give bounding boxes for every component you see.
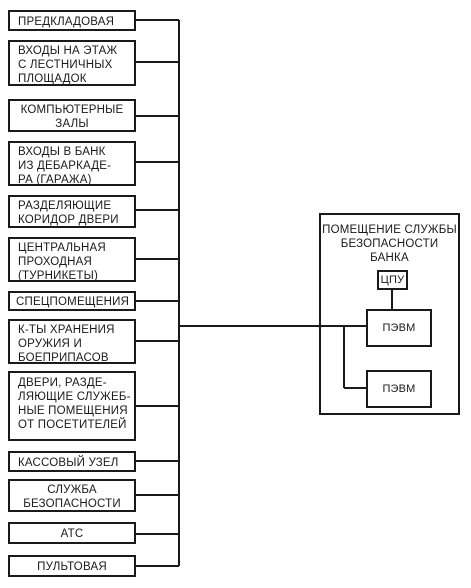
box-telephone-exchange: АТС (8, 522, 136, 544)
box-label: БЕЗОПАСНОСТИ (23, 498, 121, 510)
box-special-rooms: СПЕЦПОМЕЩЕНИЯ (8, 291, 136, 311)
box-label: (ТУРНИКЕТЫ) (18, 270, 99, 282)
box-cash-unit: КАССОВЫЙ УЗЕЛ (8, 451, 136, 472)
box-security-service: СЛУЖБА БЕЗОПАСНОСТИ (8, 479, 136, 512)
box-label: ОТ ПОСЕТИТЕЛЕЙ (18, 419, 127, 431)
box-label: К-ТЫ ХРАНЕНИЯ (18, 324, 115, 336)
pc-box-1: ПЭВМ (366, 309, 432, 347)
box-label: КАССОВЫЙ УЗЕЛ (18, 457, 119, 469)
box-label: АТС (60, 528, 84, 540)
cpu-box: ЦПУ (377, 270, 408, 290)
security-room: ПОМЕЩЕНИЕ СЛУЖБЫ БЕЗОПАСНОСТИ БАНКА (319, 213, 460, 415)
box-central-checkpoint: ЦЕНТРАЛЬНАЯ ПРОХОДНАЯ (ТУРНИКЕТЫ) (8, 237, 136, 282)
box-label: ДВЕРИ, РАЗДЕ- (18, 377, 107, 389)
cpu-label: ЦПУ (380, 274, 405, 286)
box-label: КОРИДОР ДВЕРИ (18, 214, 119, 226)
box-label: ЦЕНТРАЛЬНАЯ (18, 242, 106, 254)
box-label: СЛУЖБА (47, 484, 97, 496)
pc-box-2: ПЭВМ (366, 370, 432, 408)
room-title-line: БЕЗОПАСНОСТИ (340, 238, 439, 250)
box-label: РАЗДЕЛЯЮЩИЕ (18, 200, 112, 212)
box-label: ПРОХОДНАЯ (18, 256, 92, 268)
room-title-line: БАНКА (370, 252, 409, 264)
box-label: ИЗ ДЕБАРКАДЕ- (18, 160, 112, 172)
box-floor-entrances: ВХОДЫ НА ЭТАЖ С ЛЕСТНИЧНЫХ ПЛОЩАДОК (8, 40, 136, 86)
box-label: ЛЯЮЩИЕ СЛУЖЕБ- (18, 391, 131, 403)
box-label: НЫЕ ПОМЕЩЕНИЯ (18, 405, 128, 417)
box-label: ВХОДЫ В БАНК (18, 146, 106, 158)
pc-label: ПЭВМ (382, 383, 416, 395)
box-computer-halls: КОМПЬЮТЕРНЫЕ ЗАЛЫ (8, 99, 136, 132)
box-predkladovaya: ПРЕДКЛАДОВАЯ (8, 10, 136, 31)
security-room-title: ПОМЕЩЕНИЕ СЛУЖБЫ БЕЗОПАСНОСТИ БАНКА (321, 223, 458, 265)
box-label: ПУЛЬТОВАЯ (37, 561, 107, 573)
box-label: ОРУЖИЯ И (18, 338, 82, 350)
box-label: ПРЕДКЛАДОВАЯ (18, 16, 115, 28)
box-service-doors: ДВЕРИ, РАЗДЕ- ЛЯЮЩИЕ СЛУЖЕБ- НЫЕ ПОМЕЩЕН… (8, 371, 136, 441)
box-label: БОЕПРИПАСОВ (18, 352, 109, 364)
box-label: ВХОДЫ НА ЭТАЖ (18, 45, 118, 57)
box-bank-entrances: ВХОДЫ В БАНК ИЗ ДЕБАРКАДЕ- РА (ГАРАЖА) (8, 141, 136, 186)
box-label: С ЛЕСТНИЧНЫХ (18, 59, 113, 71)
box-label: ПЛОЩАДОК (18, 73, 87, 85)
box-control-room: ПУЛЬТОВАЯ (8, 555, 136, 577)
box-weapons-storage: К-ТЫ ХРАНЕНИЯ ОРУЖИЯ И БОЕПРИПАСОВ (8, 319, 136, 364)
box-label: КОМПЬЮТЕРНЫЕ (20, 104, 124, 116)
box-label: РА (ГАРАЖА) (18, 174, 92, 186)
box-corridor-doors: РАЗДЕЛЯЮЩИЕ КОРИДОР ДВЕРИ (8, 195, 136, 228)
pc-label: ПЭВМ (382, 322, 416, 334)
box-label: СПЕЦПОМЕЩЕНИЯ (16, 296, 130, 308)
box-label: ЗАЛЫ (55, 118, 89, 130)
room-title-line: ПОМЕЩЕНИЕ СЛУЖБЫ (322, 224, 457, 236)
